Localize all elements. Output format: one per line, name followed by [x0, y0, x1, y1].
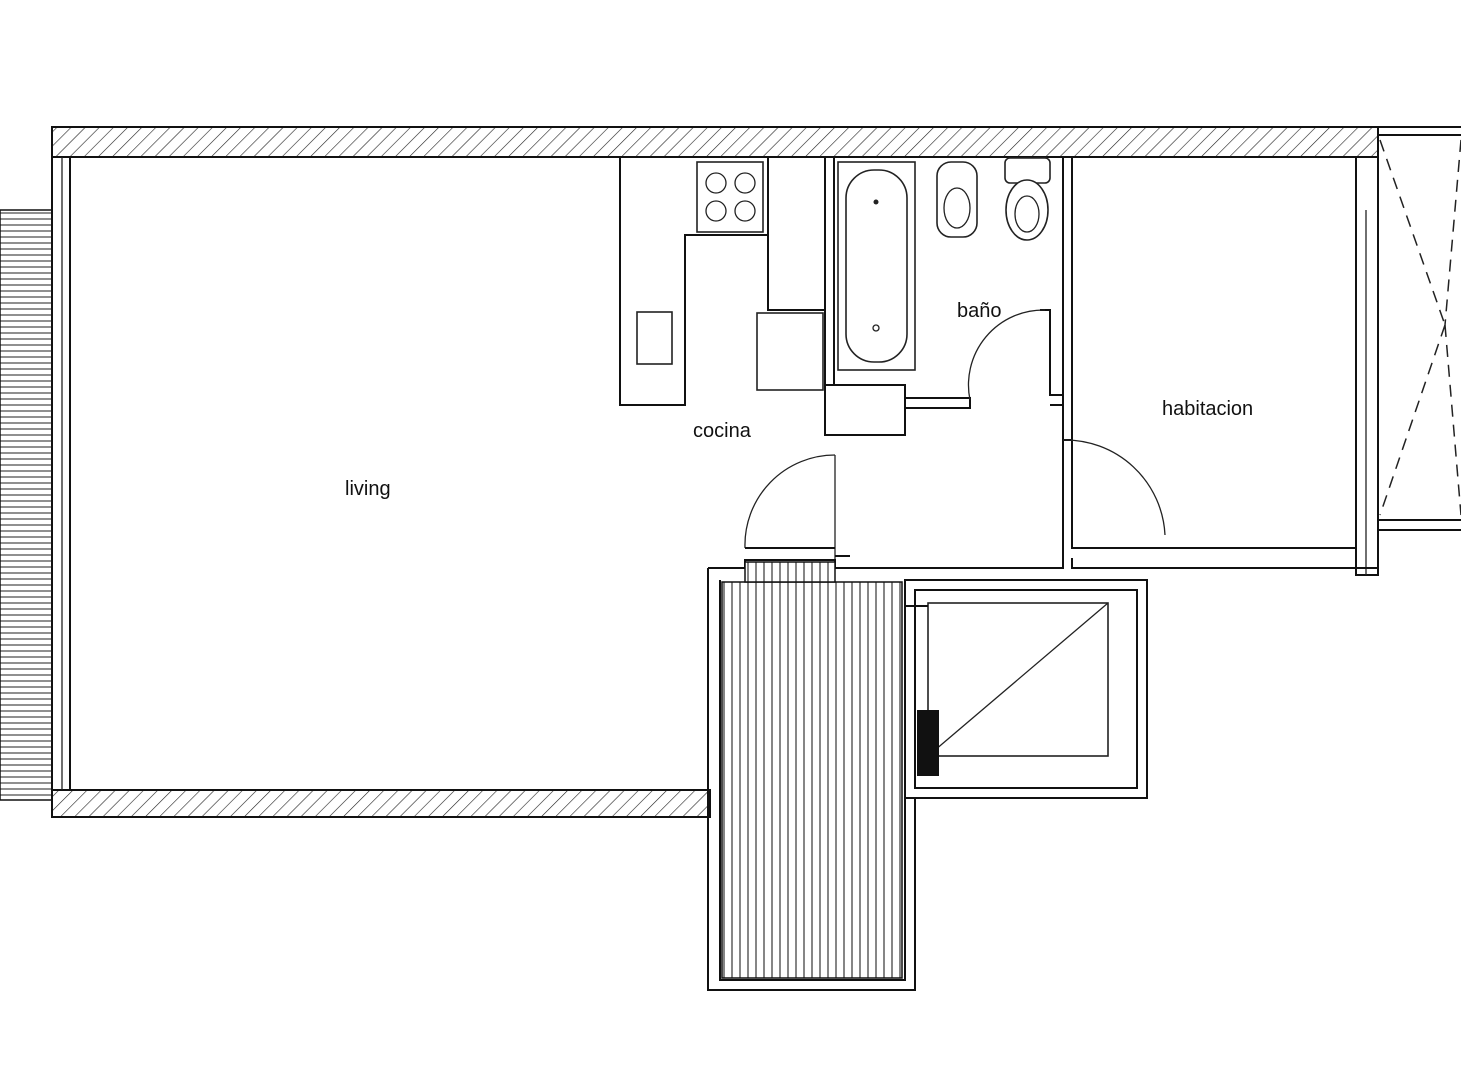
kitchen-counter: [619, 157, 825, 406]
toilet-icon: [1004, 157, 1051, 241]
stove-icon: [696, 161, 764, 233]
sink-icon: [636, 311, 673, 365]
bidet-icon: [936, 161, 978, 238]
bathtub-icon: [837, 161, 916, 371]
room-label-bano: baño: [957, 300, 1002, 322]
left-deck: [0, 209, 53, 801]
room-label-habitacion: habitacion: [1162, 398, 1253, 420]
storage-room: [904, 579, 1148, 799]
door-swing-icon: [744, 309, 1166, 565]
fridge-icon: [756, 312, 824, 391]
stairs: [721, 561, 903, 979]
room-label-cocina: cocina: [693, 420, 752, 442]
right-balcony: [1378, 126, 1461, 531]
room-label-living: living: [345, 478, 391, 500]
exterior-walls: [51, 126, 1379, 818]
